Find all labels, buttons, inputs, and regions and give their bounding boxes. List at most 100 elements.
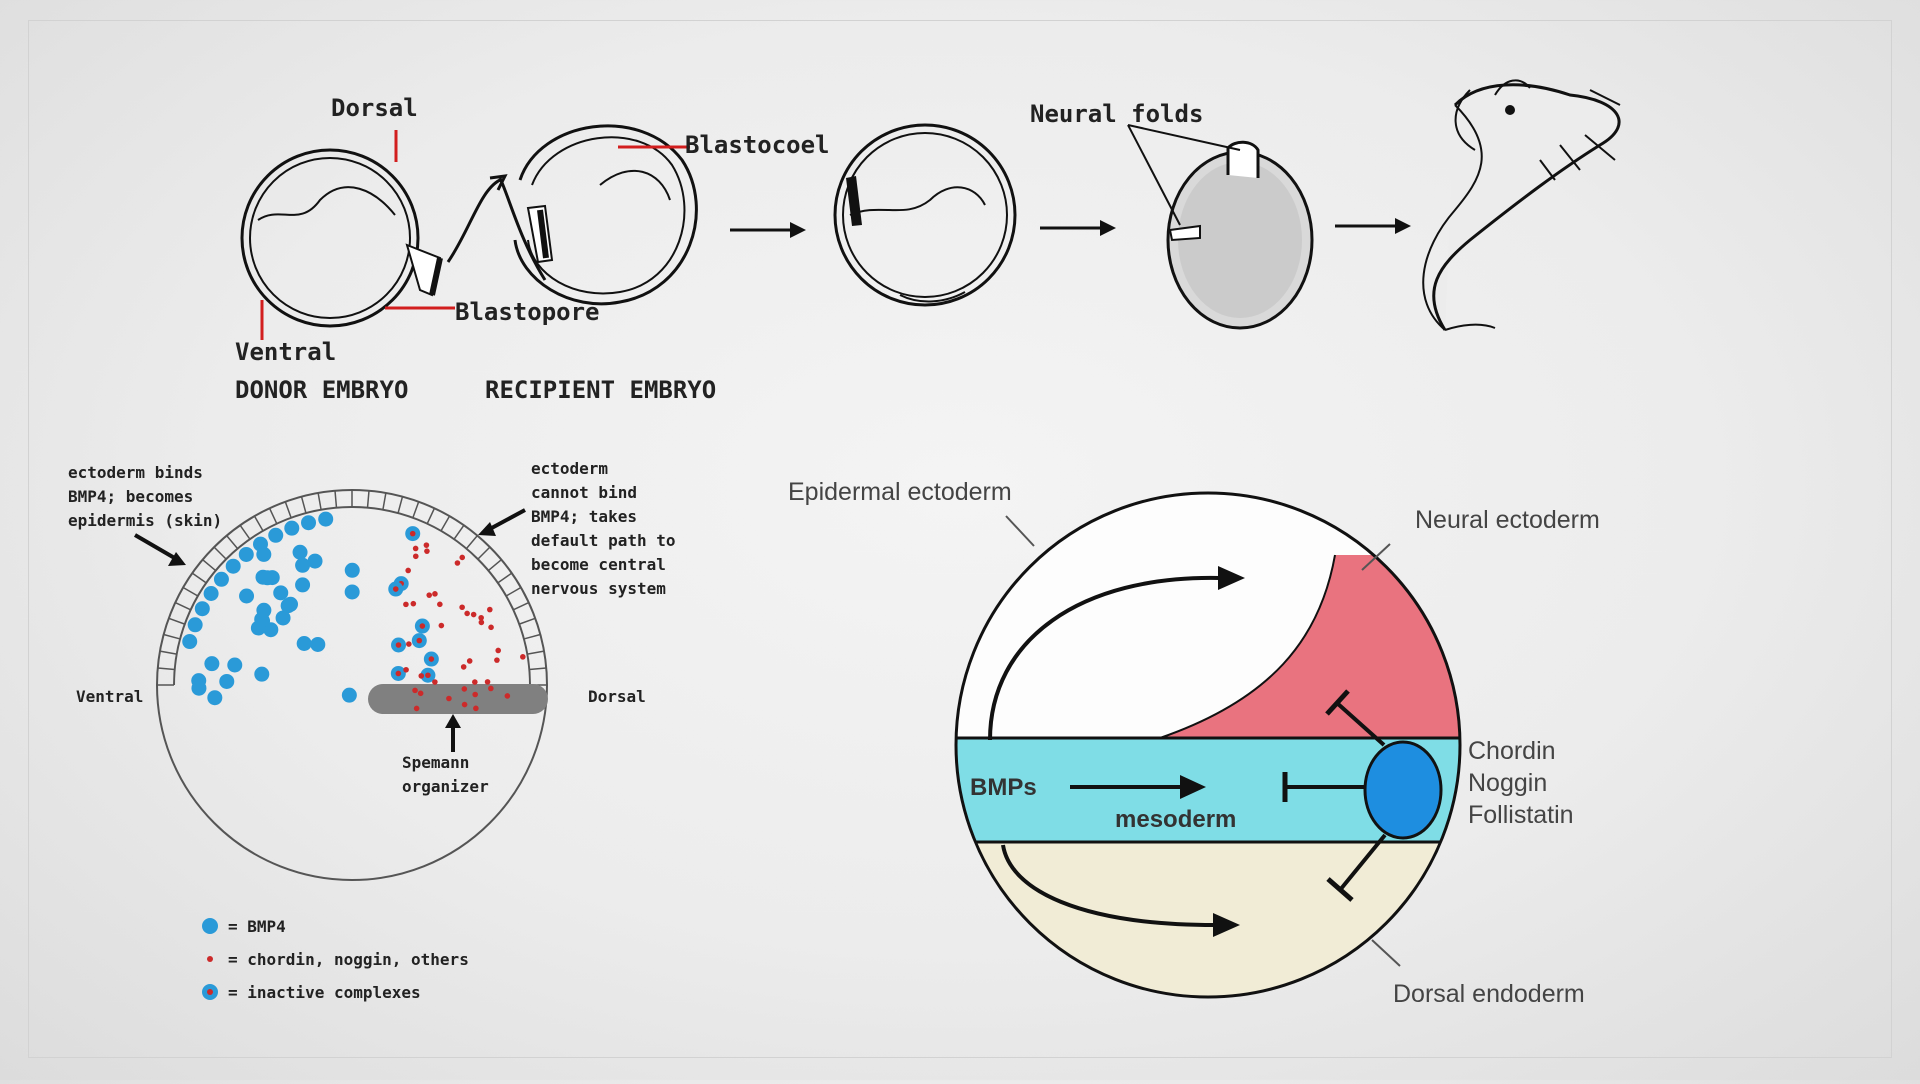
note-ventral-line-3: epidermis (skin) <box>68 511 222 530</box>
antagonist-dot <box>403 601 409 608</box>
complex-dot-core <box>425 672 431 679</box>
ectoderm-tick <box>366 490 370 508</box>
antagonist-dot <box>459 554 466 561</box>
ectoderm-tick <box>191 572 207 584</box>
antagonist-dot <box>520 654 526 660</box>
caption-donor-embryo: DONOR EMBRYO <box>235 376 408 404</box>
organizer-line-2: organizer <box>402 777 489 796</box>
antagonist-dot <box>403 666 409 673</box>
label-bmps: BMPs <box>970 774 1037 801</box>
antagonist-dot <box>418 673 425 679</box>
complex-dot-core <box>416 637 423 644</box>
label-follistatin: Follistatin <box>1468 801 1574 829</box>
bmp4-dot <box>213 571 229 587</box>
neural-ectoderm-region <box>1160 555 1460 738</box>
bmp4-dot <box>344 584 360 600</box>
ectoderm-tick <box>334 490 338 508</box>
label-ventral-left: Ventral <box>76 687 143 706</box>
bmp4-dot <box>239 588 255 604</box>
note-dorsal-line-2: cannot bind <box>531 483 637 502</box>
bmp4-dot <box>256 546 272 562</box>
ectoderm-tick <box>163 633 181 640</box>
ectoderm-tick <box>382 492 387 510</box>
antagonist-dot <box>412 553 419 560</box>
antagonist-dot <box>478 619 485 626</box>
donor-embryo <box>240 148 508 328</box>
arrow-organizer <box>445 714 461 728</box>
molecule-dots <box>182 511 526 712</box>
antagonist-dot <box>488 685 494 692</box>
arrow-dorsal-note <box>478 522 496 536</box>
ectoderm-tick <box>182 586 199 597</box>
antagonist-dot <box>470 611 477 618</box>
antagonist-dot <box>460 664 467 670</box>
bmp4-dot <box>219 673 235 689</box>
label-ventral: Ventral <box>235 338 336 366</box>
endoderm-region <box>956 842 1460 997</box>
ectoderm-tick <box>426 507 436 524</box>
complex-dot-core <box>428 656 435 662</box>
note-ventral-line-2: BMP4; becomes <box>68 487 193 506</box>
ectoderm-tick <box>440 515 451 532</box>
ectoderm-tick <box>505 586 522 597</box>
bmp4-dot <box>204 656 220 672</box>
antagonist-dot <box>405 567 411 574</box>
bmp4-dot <box>295 557 311 573</box>
label-blastopore: Blastopore <box>455 298 600 326</box>
bmp4-dot <box>295 577 311 593</box>
bmp4-dot <box>182 634 198 650</box>
antagonist-dot <box>426 592 433 598</box>
label-dorsal-left: Dorsal <box>588 687 646 706</box>
ectoderm-tick <box>497 572 513 584</box>
organizer-ellipse <box>1363 740 1443 840</box>
inhibition-endoderm <box>1338 833 1387 892</box>
legend-complex-text: = inactive complexes <box>228 983 421 1002</box>
bmp4-dot <box>191 680 207 696</box>
label-mesoderm: mesoderm <box>1115 806 1236 833</box>
antagonist-dot <box>504 693 511 699</box>
bmp4-dot <box>318 511 334 527</box>
antagonist-dot <box>472 679 478 685</box>
antagonist-dot <box>473 705 479 712</box>
antagonist-dot <box>432 591 438 597</box>
ectoderm-tick <box>317 492 322 510</box>
ectoderm-tick <box>168 617 185 625</box>
antagonist-dot <box>478 614 484 621</box>
ectoderm-tick <box>477 546 491 560</box>
bmp4-dot <box>225 558 241 574</box>
note-dorsal-line-6: nervous system <box>531 579 666 598</box>
note-dorsal-line-4: default path to <box>531 531 676 550</box>
transplant-panel: Dorsal Ventral Blastocoel Blastopore Neu… <box>235 79 1621 404</box>
ectoderm-tick <box>239 524 251 540</box>
bmp4-dot <box>273 585 289 601</box>
complex-dot-core <box>392 586 399 592</box>
antagonist-dot <box>472 691 478 698</box>
bmp4-dot <box>341 687 357 703</box>
label-epidermal-ectoderm: Epidermal ectoderm <box>788 478 1012 506</box>
ectoderm-tick <box>513 601 530 611</box>
inhibition-neural <box>1335 701 1386 747</box>
ectoderm-tick <box>519 617 536 625</box>
neurula-embryo <box>1166 140 1314 330</box>
ectoderm-tick <box>213 546 227 560</box>
antagonist-dot <box>459 604 465 611</box>
antagonist-dot <box>495 647 502 654</box>
ectoderm-tick <box>529 667 547 671</box>
bmp4-dot <box>283 596 299 612</box>
antagonist-dot <box>446 695 452 702</box>
note-dorsal-line-1: ectoderm <box>531 459 608 478</box>
label-dorsal: Dorsal <box>331 94 418 122</box>
label-noggin: Noggin <box>1468 769 1547 797</box>
label-dorsal-endoderm: Dorsal endoderm <box>1393 980 1585 1008</box>
legend-bmp4-text: = BMP4 <box>228 917 286 936</box>
label-blastocoel: Blastocoel <box>685 131 830 159</box>
legend: = BMP4 = chordin, noggin, others = inact… <box>202 917 469 1002</box>
label-neural-folds: Neural folds <box>1030 100 1203 128</box>
bmp4-dot <box>275 610 291 626</box>
antagonist-dot <box>488 624 494 631</box>
antagonist-dot <box>454 560 461 566</box>
antagonist-dot <box>423 542 430 548</box>
bmp4-dot <box>227 657 243 673</box>
bmp4-dot <box>292 544 308 560</box>
